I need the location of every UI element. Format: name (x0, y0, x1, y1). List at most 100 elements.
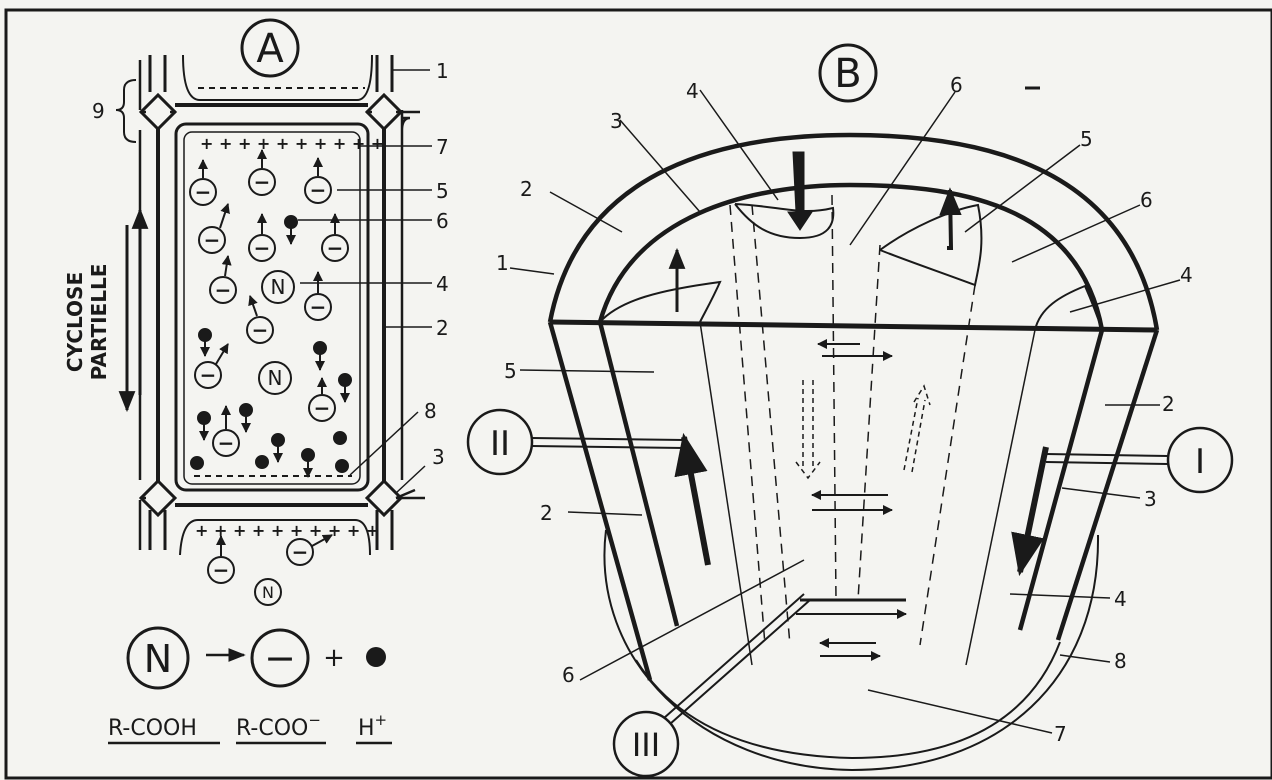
svg-text:N: N (268, 366, 283, 390)
hollow-arrow-up (903, 384, 931, 473)
flow-arrow-up-right-dome (939, 187, 962, 250)
pit-top-right (364, 92, 404, 132)
top-cell-inner (182, 54, 373, 101)
roman-i-connector (1045, 453, 1169, 465)
svg-text:2: 2 (540, 501, 553, 525)
svg-text:4: 4 (436, 272, 449, 296)
svg-text:1: 1 (496, 251, 509, 275)
flow-arrow-down-top (787, 151, 813, 231)
svg-text:6: 6 (950, 73, 963, 97)
svg-text:2: 2 (1162, 392, 1175, 416)
svg-text:3: 3 (1144, 487, 1157, 511)
svg-text:N: N (262, 583, 274, 602)
roman-i-label: I (1195, 442, 1205, 482)
dome-plastid-left (599, 280, 722, 323)
cytoplasm-line-right (965, 329, 1036, 666)
legend-neutral-circle (126, 626, 190, 690)
svg-text:−: − (204, 228, 221, 252)
top-cell-wall (148, 55, 394, 92)
vacuole-dashed-center (831, 194, 881, 601)
svg-text:2: 2 (520, 177, 533, 201)
svg-text:−: − (314, 396, 331, 420)
svg-text:−: − (215, 278, 232, 302)
svg-text:6: 6 (562, 663, 575, 687)
svg-text:2: 2 (436, 316, 449, 340)
svg-text:−: − (195, 180, 212, 204)
wall-junction-lines (140, 110, 425, 500)
svg-text:−: − (254, 236, 271, 260)
svg-text:5: 5 (504, 359, 517, 383)
side-label: CYCLOSE PARTIELLE (63, 264, 111, 381)
panel-a-callout-numbers: 1 7 5 6 4 2 8 3 9 (92, 59, 449, 469)
dome-outer (547, 132, 1160, 331)
legend-plus: + (323, 643, 345, 673)
svg-text:−: − (213, 558, 230, 582)
panel-a-callout-lines (298, 69, 432, 494)
roman-ii-circle (466, 408, 534, 476)
anion-group (189, 149, 349, 584)
panel-a: A + + + + + + + + + + + + + + + + + + + … (115, 18, 432, 606)
svg-text:−: − (200, 363, 217, 387)
legend: N − + R-COOH R-COO− H+ (108, 626, 392, 745)
legend-label-proton: H+ (358, 711, 387, 741)
svg-text:8: 8 (1114, 649, 1127, 673)
panel-b-callout-lines (509, 89, 1181, 734)
roman-i-circle (1166, 426, 1234, 494)
proton-group (190, 215, 352, 478)
dome-plastid-far-right (1034, 284, 1103, 331)
legend-proton-dot (366, 647, 386, 667)
cytoplasm-boundary (183, 131, 361, 485)
body-inner-right (1017, 329, 1105, 631)
roman-labels: II I III (490, 424, 1205, 764)
panel-b: B (466, 43, 1234, 778)
roman-iii-circle (612, 710, 680, 778)
svg-text:−: − (327, 236, 344, 260)
roman-ii-connector (531, 437, 685, 449)
svg-text:3: 3 (432, 445, 445, 469)
equilibrium-arrows (796, 339, 907, 661)
side-label-line2: PARTIELLE (87, 264, 111, 381)
bracket-9 (115, 79, 137, 143)
svg-text:5: 5 (436, 179, 449, 203)
svg-text:1: 1 (436, 59, 449, 83)
cytoplasm-line-left (699, 321, 753, 666)
body-inner-left (597, 321, 680, 627)
body-outer-left (547, 321, 653, 681)
legend-label-acid: R-COOH (108, 716, 197, 741)
svg-text:−: − (252, 318, 269, 342)
dome-plastid-right (879, 203, 983, 287)
panel-a-label-circle (240, 18, 300, 78)
cell-wall-inner (174, 122, 370, 492)
svg-text:8: 8 (424, 399, 437, 423)
dome-inner (597, 182, 1105, 331)
svg-text:−: − (310, 295, 327, 319)
roman-ii-label: II (490, 424, 510, 464)
svg-text:−: − (218, 431, 235, 455)
svg-text:4: 4 (1114, 587, 1127, 611)
bottom-cell-inner (179, 519, 371, 556)
body-bottom-inner (635, 641, 1061, 760)
roman-iii-label: III (632, 726, 660, 764)
cell-wall-outer (156, 103, 386, 507)
svg-text:4: 4 (686, 79, 699, 103)
panel-a-label: A (256, 26, 284, 72)
neutral-molecules (254, 270, 295, 606)
svg-text:5: 5 (1080, 127, 1093, 151)
svg-text:3: 3 (610, 109, 623, 133)
svg-text:N: N (271, 275, 286, 299)
svg-text:7: 7 (1054, 722, 1067, 746)
svg-text:−: − (254, 170, 271, 194)
charge-row-top: + + + + + + + + + + (200, 134, 384, 153)
wall-margin-right (400, 110, 411, 480)
svg-text:9: 9 (92, 99, 105, 123)
svg-text:7: 7 (436, 135, 449, 159)
dome-plastid-top (734, 203, 835, 240)
legend-anion: − (264, 636, 296, 680)
vacuole-dashed-left (729, 204, 791, 646)
charge-row-bottom: + + + + + + + + + + (195, 521, 379, 540)
roman-iii-connector (663, 593, 811, 725)
flow-arrow-down-right-body (1011, 446, 1049, 577)
panel-b-callout-numbers: 2 3 4 6 5 6 4 1 5 2 3 2 4 8 6 7 (496, 73, 1193, 746)
pit-bottom-left (138, 478, 178, 518)
